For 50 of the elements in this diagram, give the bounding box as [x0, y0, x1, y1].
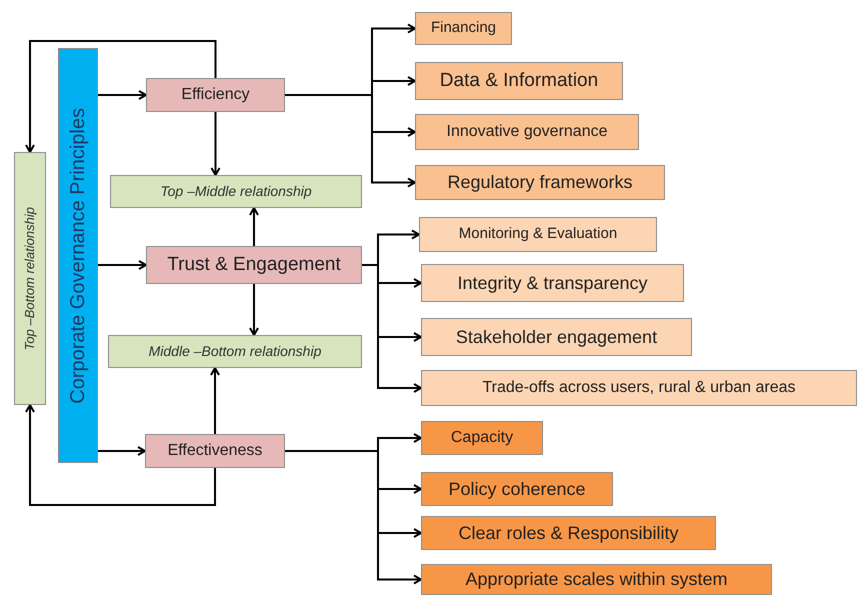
process-box	[415, 62, 623, 100]
arrow	[285, 450, 422, 584]
process-box	[146, 78, 285, 112]
relationship-box	[110, 175, 362, 208]
node-label: Trade-offs across users, rural & urban areas	[481, 378, 797, 398]
arrow	[98, 446, 146, 456]
process-box	[145, 434, 285, 468]
process-box	[421, 318, 692, 356]
node-label: Trust & Engagement	[166, 252, 342, 277]
node-label: Corporate Governance Principles	[66, 108, 90, 404]
node-label: Top –Bottom relationship	[21, 206, 38, 350]
arrow	[249, 284, 259, 336]
arrow	[98, 90, 147, 100]
node-label: Stakeholder engagement	[454, 326, 658, 349]
relationship-box	[108, 335, 362, 368]
arrow	[285, 94, 416, 188]
process-box	[421, 370, 857, 406]
arrow	[249, 207, 259, 246]
principles-bar	[58, 48, 98, 463]
process-box	[421, 564, 772, 595]
arrow	[98, 260, 147, 270]
node-label: Efficiency	[180, 85, 251, 105]
process-box	[419, 217, 657, 252]
node-label: Integrity & transparency	[456, 272, 649, 295]
arrow	[362, 264, 422, 393]
node-label: Innovative governance	[446, 122, 608, 142]
node-label: Capacity	[450, 428, 514, 448]
node-label: Policy coherence	[447, 478, 587, 501]
process-box	[415, 165, 665, 200]
relationship-bar	[14, 152, 46, 405]
process-box	[421, 264, 684, 302]
node-label: Middle –Bottom relationship	[148, 342, 322, 361]
process-box	[421, 516, 716, 550]
node-label: Clear roles & Responsibility	[457, 522, 680, 545]
arrow	[25, 404, 216, 506]
process-box	[421, 472, 613, 506]
arrow	[25, 40, 216, 153]
process-box	[421, 421, 543, 455]
node-label: Data & Information	[438, 68, 600, 93]
node-label: Financing	[430, 18, 498, 38]
node-label: Regulatory frameworks	[446, 171, 634, 194]
node-label: Effectiveness	[166, 441, 264, 461]
process-box	[415, 12, 512, 45]
arrow	[210, 112, 220, 176]
node-label: Top –Middle relationship	[159, 182, 313, 201]
process-box	[146, 246, 362, 284]
process-box	[415, 114, 639, 150]
node-label: Monitoring & Evaluation	[458, 224, 618, 244]
arrow	[210, 367, 220, 434]
node-label: Appropriate scales within system	[464, 568, 729, 591]
